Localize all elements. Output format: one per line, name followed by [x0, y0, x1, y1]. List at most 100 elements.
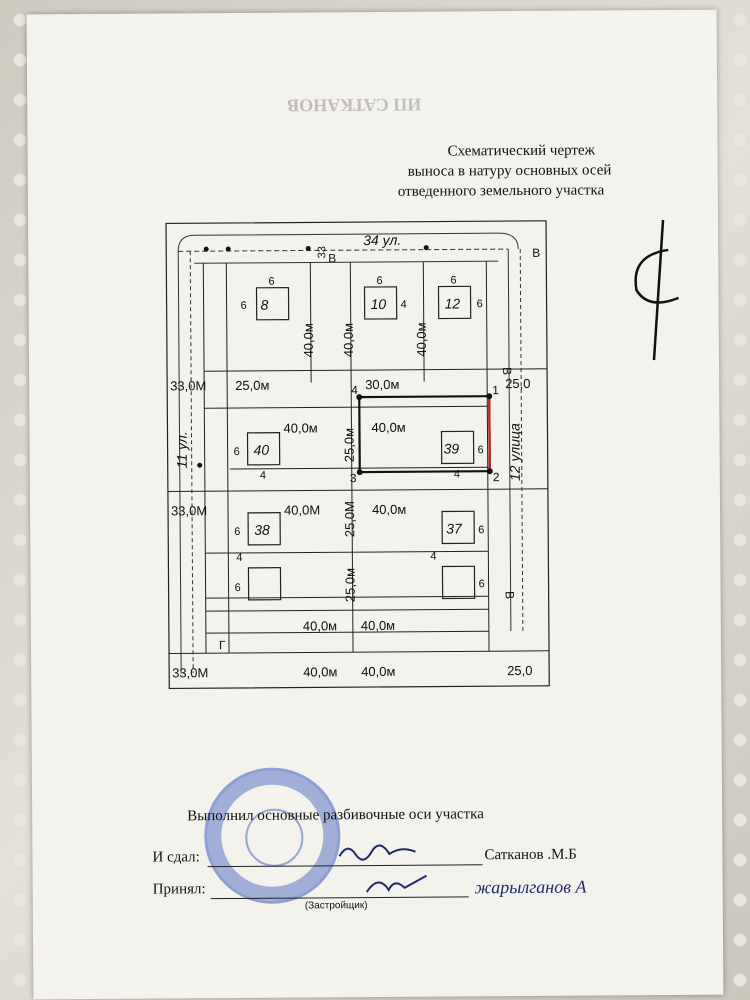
- top-axis: [178, 248, 509, 252]
- house-lower-right: [441, 565, 476, 600]
- point-label-1: 1: [492, 383, 499, 397]
- axis-marker-left: Г: [219, 638, 226, 652]
- axis-dot: [225, 246, 231, 252]
- dim-40m-row5a: 40,0м: [303, 664, 337, 679]
- handed-label: И сдал:: [152, 849, 200, 866]
- top-code-label: 33: [316, 246, 328, 258]
- site-plan-drawing: 34 ул. 11 ул. 12 улица 33 В В В В Г 8 10…: [165, 220, 550, 690]
- dim-40m-row4b: 40,0м: [361, 618, 395, 633]
- corner-point-2: [486, 468, 493, 475]
- corner-point-3: [356, 469, 363, 476]
- dim-4: 4: [430, 551, 436, 563]
- grid-h6: [205, 608, 489, 612]
- grid-h8: [169, 650, 550, 654]
- point-label-3: 3: [350, 471, 357, 485]
- accepted-label: Принял:: [152, 881, 206, 898]
- dim-40m-v2: 40,0м: [341, 323, 356, 357]
- grid-v5: [422, 261, 425, 382]
- grid-v3: [309, 262, 312, 383]
- dim-6: 6: [235, 582, 241, 594]
- compass-mark-icon: [634, 219, 680, 361]
- axis-dot: [423, 245, 429, 251]
- dim-40m-row3: 40,0м: [372, 502, 406, 517]
- grid-h4: [205, 550, 489, 554]
- dim-40m-row2a: 40,0м: [283, 420, 317, 435]
- street-left-label: 11 ул.: [173, 431, 189, 468]
- corner-letter-tr: В: [532, 246, 540, 260]
- dim-4: 4: [236, 552, 242, 564]
- street-top-label: 34 ул.: [363, 232, 401, 248]
- dim-6: 6: [478, 444, 484, 456]
- road-top-curve: [177, 232, 519, 252]
- dim-4: 4: [401, 299, 407, 311]
- road-left-line: [177, 251, 182, 674]
- grid-v2: [225, 263, 230, 654]
- accepted-handwritten-name: жарылганов А: [474, 876, 587, 898]
- house-12: [437, 285, 472, 320]
- corner-point-4: [356, 394, 363, 401]
- axis-dot: [203, 246, 209, 252]
- handed-signature-scribble-icon: [337, 840, 417, 871]
- dim-6: 6: [234, 446, 240, 458]
- dim-4: 4: [260, 470, 266, 482]
- plan-frame: [165, 220, 550, 690]
- dim-6: 6: [241, 300, 247, 312]
- allotted-plot-red-edge: [488, 396, 491, 472]
- dim-4: 4: [454, 468, 460, 480]
- grid-h2: [204, 405, 488, 409]
- dim-25m-row1: 25,0м: [235, 378, 269, 393]
- road-right-line: [507, 249, 512, 632]
- dim-25M-v2: 25,0М: [342, 501, 357, 537]
- grid-h5: [205, 595, 489, 599]
- corner-letter-r2: В: [503, 591, 517, 599]
- grid-h3: [167, 488, 548, 492]
- dim-33M-row3: 33,0М: [171, 503, 207, 518]
- dim-30m-row1: 30,0м: [365, 377, 399, 392]
- dim-40m-row5b: 40,0м: [361, 664, 395, 679]
- corner-letter-tl: В: [328, 251, 336, 265]
- dim-6: 6: [478, 524, 484, 536]
- corner-letter-r1: В: [500, 367, 514, 375]
- dim-40m-row2b: 40,0м: [371, 420, 405, 435]
- top-street-edge: [194, 260, 499, 264]
- handed-name: Сатканов .М.Б: [484, 846, 577, 864]
- dim-25m-v1: 25,0м: [341, 428, 356, 462]
- house-lower-left: [247, 567, 282, 601]
- dim-6: 6: [376, 275, 382, 287]
- plot-number-12: 12: [445, 295, 461, 311]
- dim-25-edge-row1: 25,0: [505, 376, 530, 391]
- road-right-dash: [519, 248, 524, 631]
- dim-40M-row3: 40,0М: [284, 502, 320, 517]
- house-40: [246, 432, 281, 466]
- dim-6: 6: [479, 578, 485, 590]
- performed-by-text: Выполнил основные разбивочные оси участк…: [187, 806, 484, 825]
- dim-25-edge-row5: 25,0: [507, 663, 532, 678]
- street-right-label: 12 улица: [506, 423, 522, 481]
- dim-6: 6: [268, 276, 274, 288]
- plot-number-10: 10: [371, 296, 387, 312]
- plot-number-40: 40: [254, 442, 270, 458]
- plot-number-38: 38: [254, 522, 270, 538]
- grid-v1: [202, 263, 207, 654]
- document-page: ИП САТКАНОВ Схематический чертеж выноса …: [26, 9, 724, 1000]
- grid-h7: [205, 630, 489, 634]
- dim-40m-row4a: 40,0м: [303, 618, 337, 633]
- dim-33M-row5: 33,0М: [172, 665, 208, 680]
- house-8: [255, 286, 290, 321]
- point-label-4: 4: [351, 383, 358, 397]
- dim-6: 6: [477, 298, 483, 310]
- dim-25m-v3: 25,0м: [342, 568, 357, 602]
- house-38: [247, 512, 281, 546]
- house-39: [440, 430, 475, 465]
- dim-40m-v3: 40,0м: [414, 322, 429, 356]
- axis-dot: [197, 462, 203, 468]
- seal-stamp: [203, 767, 341, 905]
- dim-40m-v1: 40,0м: [301, 323, 316, 357]
- road-left-dash: [189, 251, 194, 674]
- dim-6: 6: [234, 526, 240, 538]
- axis-dot: [305, 245, 311, 251]
- accepted-signature-scribble-icon: [363, 870, 433, 903]
- accepted-note: (Застройщик): [304, 900, 368, 912]
- grid-v4: [349, 262, 354, 653]
- plot-number-39: 39: [444, 440, 460, 456]
